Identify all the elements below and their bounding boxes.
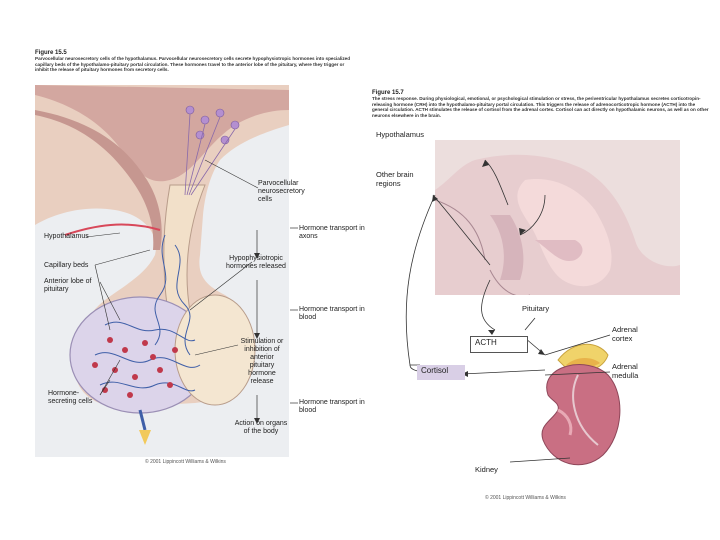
- right-figure-title: Figure 15.7: [372, 90, 404, 96]
- label-hypothalamus-left: Hypothalamus: [44, 233, 89, 240]
- left-figure-caption-text: Parvocellular neurosecretory cells of th…: [35, 56, 351, 73]
- label-adrenal-cortex: Adrenal cortex: [612, 325, 638, 343]
- label-pituitary: Pituitary: [522, 304, 550, 313]
- cortisol-box: Cortisol: [417, 365, 465, 380]
- label-acth: ACTH: [475, 338, 497, 347]
- label-capillary-beds: Capillary beds: [44, 262, 89, 269]
- label-parvocellular-cells: Parvocellular neurosecretory cells: [258, 180, 305, 203]
- label-transport-blood-2: Hormone transport in blood: [299, 399, 365, 414]
- label-adrenal-medulla: Adrenal medulla: [612, 362, 639, 380]
- brain-section-illustration: [435, 140, 680, 295]
- label-hypothalamus-right: Hypothalamus: [376, 130, 424, 139]
- kidney-illustration: [541, 343, 621, 466]
- right-copyright: © 2001 Lippincott Williams & Wilkins: [485, 495, 566, 501]
- label-action-organs: Action on organs of the body: [234, 420, 288, 435]
- label-transport-blood-1: Hormone transport in blood: [299, 306, 365, 321]
- left-figure-title: Figure 15.5: [35, 50, 67, 56]
- label-hypophysiotropic-hormones: Hypophysiotropic hormones released: [226, 255, 286, 270]
- label-cortisol: Cortisol: [421, 366, 449, 375]
- label-other-brain-regions: Other brain regions: [376, 170, 414, 188]
- acth-box: ACTH: [470, 336, 528, 353]
- label-transport-axons: Hormone transport in axons: [299, 225, 365, 240]
- label-anterior-lobe: Anterior lobe of pituitary: [44, 278, 92, 293]
- pituitary-illustration: [35, 85, 289, 457]
- label-kidney: Kidney: [475, 465, 498, 474]
- left-figure-caption: Figure 15.5 Parvocellular neurosecretory…: [35, 50, 355, 73]
- label-stimulation-inhibition: Stimulation or inhibition of anterior pi…: [240, 338, 284, 385]
- right-figure-caption-text: The stress response. During physiologica…: [372, 96, 709, 118]
- right-figure-caption: Figure 15.7 The stress response. During …: [372, 90, 712, 118]
- left-copyright: © 2001 Lippincott Williams & Wilkins: [145, 459, 226, 465]
- label-hormone-secreting-cells: Hormone-secreting cells: [48, 390, 93, 405]
